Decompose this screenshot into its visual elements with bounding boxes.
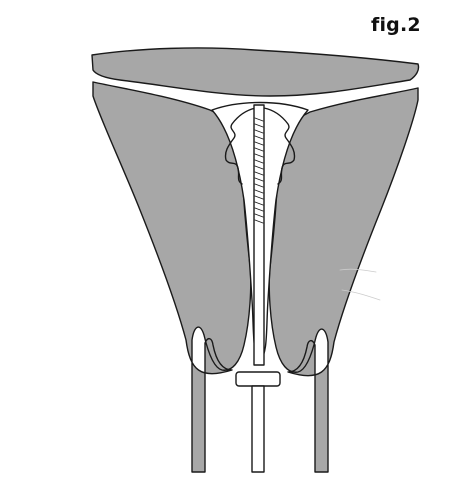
cervical-canal <box>252 386 264 472</box>
flange <box>236 372 280 386</box>
inserter-tube <box>254 105 264 365</box>
fundus-band <box>92 48 419 96</box>
uterine-wall-left <box>93 82 251 472</box>
